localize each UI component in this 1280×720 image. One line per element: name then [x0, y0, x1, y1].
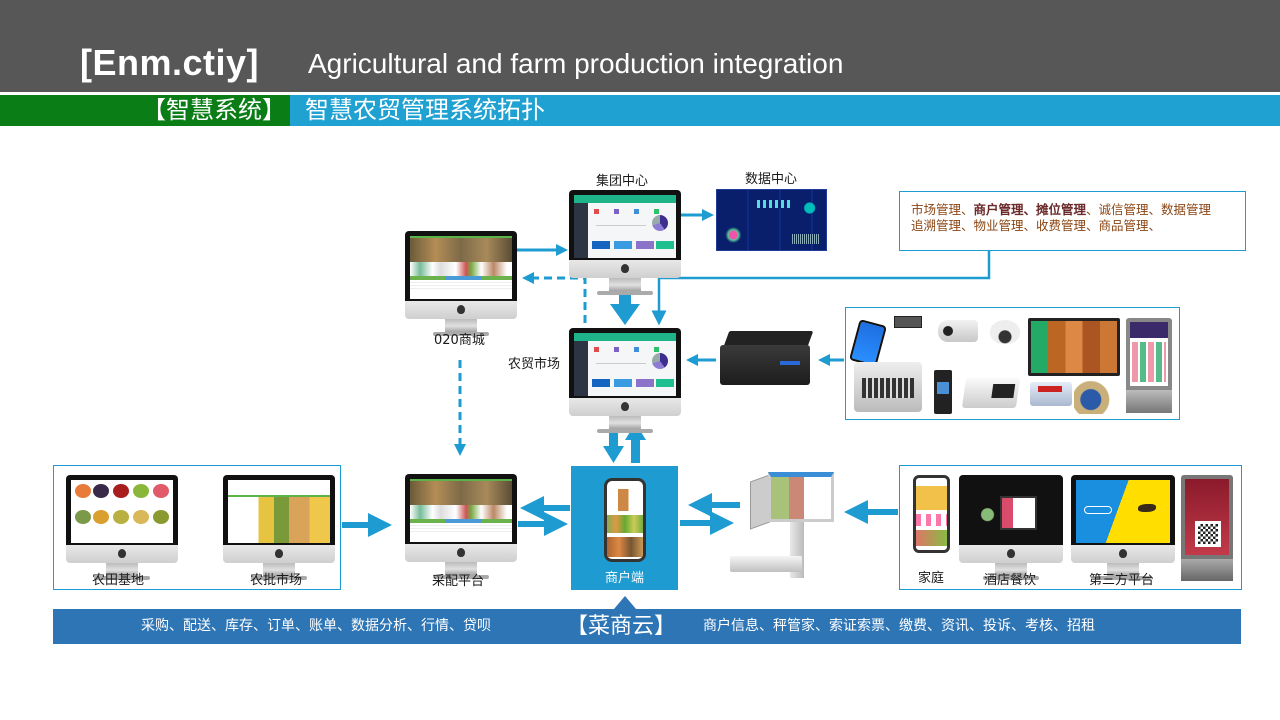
section-bar: 【智慧系统】 智慧农贸管理系统拓扑	[0, 95, 1280, 126]
apple-logo-icon	[621, 402, 629, 411]
brand-title: [Enm.ctiy]	[80, 42, 260, 83]
smartphone-icon	[604, 478, 646, 562]
procurement-screen	[410, 479, 512, 542]
cloud-platform-bar: 采购、配送、库存、订单、账单、数据分析、行情、贷呗 【菜商云】 商户信息、秤管家…	[53, 609, 1241, 644]
produce-store-screen	[228, 480, 330, 543]
label-farm-base: 农田基地	[92, 573, 145, 588]
label-third-party-platform: 第三方平台	[1089, 573, 1155, 588]
face-recognition-terminal-icon	[934, 370, 952, 414]
fruit-catalog-screen	[71, 480, 173, 543]
mgmt-item: 摊位管理	[1036, 202, 1087, 217]
merchant-pointer	[614, 596, 636, 609]
monitor-wholesale-market	[223, 475, 335, 585]
admin-dashboard-screen	[574, 333, 676, 396]
cloud-platform-name: 【菜商云】	[566, 614, 677, 639]
promo-kiosk-icon	[1181, 475, 1233, 581]
label-wholesale-market: 农批市场	[250, 573, 303, 588]
label-household: 家庭	[918, 571, 945, 586]
monitor-o2o-mall	[405, 231, 517, 341]
header-bar: [Enm.ctiy] Agricultural and farm product…	[0, 0, 1280, 92]
label-merchant-client: 商户端	[604, 571, 644, 586]
mgmt-line-1: 市场管理、商户管理、摊位管理、诚信管理、数据管理	[911, 202, 1245, 218]
arrow-market-to-merchant	[603, 423, 624, 463]
merchant-features: 商户信息、秤管家、索证索票、缴费、资讯、投诉、考核、招租	[703, 618, 1095, 634]
dual-screen-pos-scale	[728, 470, 836, 580]
label-o2o-mall: 020商城	[434, 333, 485, 348]
mgmt-line-2: 追溯管理、物业管理、收费管理、商品管理、	[911, 218, 1162, 233]
apple-logo-icon	[1119, 549, 1127, 558]
delivery-platform-screen	[1076, 480, 1170, 543]
monitor-farm-market	[569, 328, 681, 438]
mgmt-item: 、诚信管理、数据管理	[1086, 202, 1212, 217]
dashed-arrow-to-o2o	[522, 272, 587, 323]
mini-pc-gateway	[720, 331, 814, 387]
label-group-center: 集团中心	[596, 174, 649, 189]
data-center-dashboard	[716, 189, 827, 251]
household-phone-icon	[913, 475, 950, 553]
scale-display-icon	[894, 316, 922, 328]
arrow-mgmt-to-market	[651, 251, 991, 326]
water-meter-icon	[1074, 378, 1116, 414]
monitor-procurement-platform	[405, 474, 517, 584]
pricing-scale-icon	[854, 362, 922, 412]
electric-meter-icon	[1030, 382, 1072, 406]
apple-logo-icon	[457, 548, 465, 557]
section-tag: 【智慧系统】	[142, 96, 286, 124]
section-tag-bg	[0, 95, 290, 126]
apple-logo-icon	[621, 264, 629, 273]
mall-screen	[410, 236, 512, 299]
handheld-pos-icon	[849, 319, 887, 367]
arrow-merchant-to-market	[625, 423, 646, 463]
admin-dashboard-screen	[574, 195, 676, 258]
label-farm-market: 农贸市场	[508, 357, 561, 372]
monitor-group-center	[569, 190, 681, 300]
food-safety-tester-icon	[961, 378, 1021, 408]
merchant-client-node: 商户端	[571, 466, 678, 590]
apple-logo-icon	[1007, 549, 1015, 558]
management-modules-box: 市场管理、商户管理、摊位管理、诚信管理、数据管理 追溯管理、物业管理、收费管理、…	[899, 191, 1246, 251]
arrow-group-to-market	[610, 284, 640, 325]
info-kiosk-icon	[1126, 318, 1172, 413]
monitor-hotel-dining	[959, 475, 1063, 585]
bullet-camera-icon	[938, 320, 978, 342]
apple-logo-icon	[457, 305, 465, 314]
label-hotel-dining: 酒店餐饮	[984, 573, 1037, 588]
apple-logo-icon	[118, 549, 126, 558]
procurement-features: 采购、配送、库存、订单、账单、数据分析、行情、贷呗	[141, 618, 491, 634]
led-display-icon	[1028, 318, 1120, 376]
label-procurement-platform: 采配平台	[432, 574, 485, 589]
dome-camera-icon	[990, 320, 1020, 344]
restaurant-screen	[964, 480, 1058, 543]
label-data-center: 数据中心	[745, 172, 798, 187]
monitor-farm-base	[66, 475, 178, 585]
monitor-third-party	[1071, 475, 1175, 585]
smart-devices-box	[845, 307, 1180, 420]
mgmt-item: 市场管理、	[911, 202, 974, 217]
mgmt-item: 商户管理、	[973, 202, 1037, 217]
section-title: 智慧农贸管理系统拓扑	[305, 96, 545, 124]
tagline: Agricultural and farm production integra…	[308, 48, 844, 79]
apple-logo-icon	[275, 549, 283, 558]
